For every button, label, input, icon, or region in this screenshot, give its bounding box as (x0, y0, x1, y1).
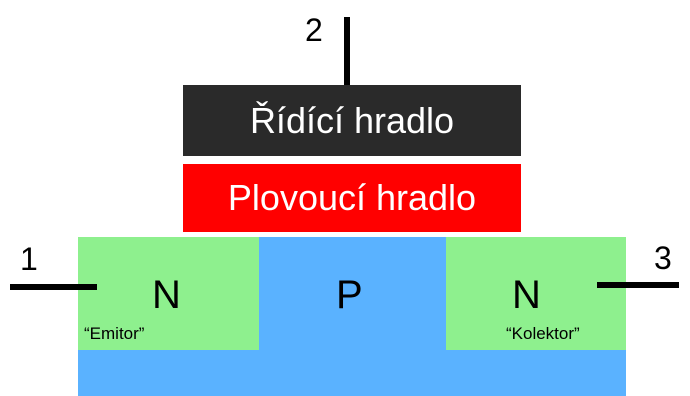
n-region-collector-letter: N (512, 273, 541, 317)
gate-terminal-wire (344, 17, 350, 85)
drain-terminal-wire (597, 282, 679, 288)
n-region-emitter (78, 237, 259, 350)
drain-terminal-number: 3 (654, 240, 672, 276)
floating-gate-label: Plovoucí hradlo (227, 177, 477, 218)
gate-terminal-number: 2 (305, 12, 323, 48)
emitter-label: “Emitor” (84, 324, 145, 343)
control-gate: Řídící hradlo (183, 85, 521, 156)
n-region-emitter-letter: N (152, 273, 181, 317)
n-region-collector (446, 237, 626, 350)
source-terminal-number: 1 (20, 241, 38, 277)
control-gate-label: Řídící hradlo (249, 99, 455, 141)
source-terminal-wire (10, 284, 97, 290)
p-region-letter: P (336, 273, 363, 317)
collector-label: “Kolektor” (506, 324, 580, 343)
floating-gate: Plovoucí hradlo (183, 164, 521, 232)
